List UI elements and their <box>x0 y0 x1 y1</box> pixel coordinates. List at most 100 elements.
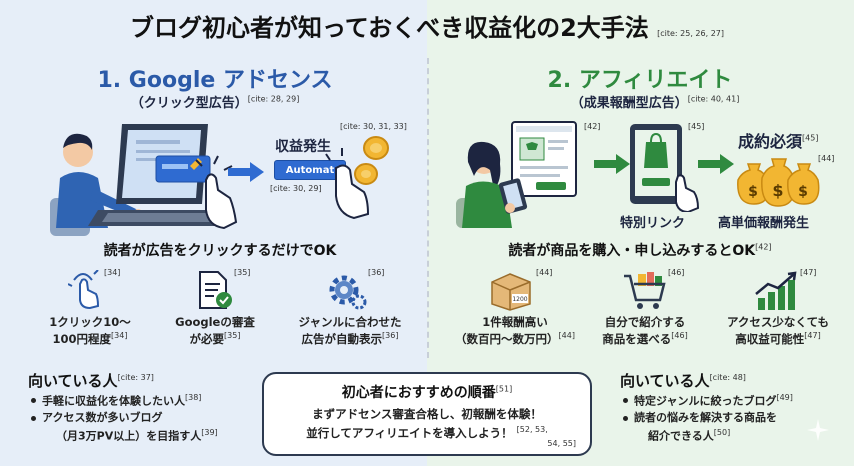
svg-text:$: $ <box>748 184 758 200</box>
cart-icon <box>624 272 666 309</box>
affiliate-feature-3-cite: [47] <box>804 331 821 341</box>
affiliate-heading: 2. アフィリエイト <box>547 68 733 93</box>
affiliate-suitable-item-1: 特定ジャンルに絞ったブログ[49] <box>622 392 842 410</box>
feature-3-line2: 広告が自動表示 <box>301 331 383 346</box>
affiliate-subtitle: （成果報酬型広告）[cite: 40, 41] <box>530 92 780 111</box>
affiliate-suitable-1-text: 特定ジャンルに絞ったブログ <box>634 394 777 408</box>
tablet-shop-illustration <box>630 124 700 212</box>
affiliate-feature-3: アクセス少なくても 高収益可能性[47] <box>708 314 848 347</box>
affiliate-flow-arrow-2 <box>698 154 734 174</box>
affiliate-feature-1-line2: （数百円〜数万円） <box>455 331 559 346</box>
affiliate-feature-1-line1: 1件報酬高い <box>482 315 548 329</box>
affiliate-feature-1: 1件報酬高い （数百円〜数万円）[44] <box>440 314 590 347</box>
person-phone-illustration <box>456 121 577 228</box>
adsense-suitable-title-text: 向いている人 <box>28 372 118 390</box>
center-divider <box>427 58 429 358</box>
page-title-text: ブログ初心者が知っておくべき収益化の2大手法 <box>129 14 649 42</box>
feature-2-line2: が必要 <box>189 331 225 346</box>
adsense-suitable-1-text: 手軽に収益化を体験したい人 <box>42 394 185 408</box>
recommendation-cite-b: 54, 55] <box>547 439 576 448</box>
page-title: ブログ初心者が知っておくべき収益化の2大手法 [cite: 25, 26, 27… <box>0 8 854 43</box>
ad-citation: [cite: 30, 29] <box>270 184 322 193</box>
person-laptop-illustration <box>50 124 238 236</box>
recommendation-title-cite: [51] <box>495 384 513 394</box>
sparkle-icon <box>807 419 829 441</box>
adsense-subtitle: （クリック型広告）[cite: 28, 29] <box>90 92 340 111</box>
affiliate-suitable-cite: [cite: 48] <box>709 373 746 382</box>
coins-click-illustration <box>325 136 389 220</box>
affiliate-feature-2-cite: [46] <box>671 331 688 341</box>
affiliate-suitable-2-cite: [50] <box>713 427 731 437</box>
affiliate-suitable-list: 特定ジャンルに絞ったブログ[49] 読者の悩みを解決する商品を紹介できる人[50… <box>622 392 842 445</box>
contract-cite: [45] <box>802 133 819 143</box>
revenue-citation: [cite: 30, 31, 33] <box>340 122 407 131</box>
bags-citation: [44] <box>818 154 835 163</box>
affiliate-flow-arrow-1 <box>594 154 630 174</box>
affiliate-feature-3-line1: アクセス少なくても <box>726 315 829 329</box>
box-icon: 1200 <box>491 273 531 311</box>
contract-label: 成約必須[45] <box>738 128 818 152</box>
adsense-suitable-item-2: アクセス数が多いブログ （月3万PV以上）を目指す人[39] <box>30 410 260 445</box>
affiliate-feature-2-icon-cite: [46] <box>668 268 685 277</box>
gear-icon <box>329 275 367 310</box>
recommendation-line-2: 並行してアフィリエイトを導入しよう！ [52, 53, <box>264 424 590 443</box>
svg-text:$: $ <box>798 184 808 200</box>
adsense-feature-1: 1クリック10〜 100円程度[34] <box>20 314 160 347</box>
adsense-message: 読者が広告をクリックするだけでOK <box>103 243 337 259</box>
affiliate-suitable-title: 向いている人[cite: 48] <box>620 370 746 391</box>
feature-1-cite: [34] <box>111 331 128 341</box>
adsense-suitable-1-cite: [38] <box>185 393 202 402</box>
adsense-suitable-title: 向いている人[cite: 37] <box>28 370 154 391</box>
feature-2-line1: Googleの審査 <box>175 315 255 329</box>
feature-2-icon-cite: [35] <box>234 268 251 277</box>
affiliate-feature-2: 自分で紹介する 商品を選べる[46] <box>580 314 710 347</box>
feature-3-icon-cite: [36] <box>368 268 385 277</box>
special-link-label: 特別リンク <box>620 216 686 231</box>
affiliate-suitable-1-cite: [49] <box>776 393 793 402</box>
affiliate-feature-2-line2: 商品を選べる <box>602 331 672 346</box>
affiliate-feature-1-cite: [44] <box>558 331 575 341</box>
affiliate-feature-1-icon-cite: [44] <box>536 268 553 277</box>
feature-1-line2: 100円程度 <box>52 331 112 346</box>
adsense-feature-2: Googleの審査 が必要[35] <box>150 314 280 347</box>
adsense-feature-3: ジャンルに合わせた 広告が自動表示[36] <box>280 314 420 347</box>
recommendation-box: 初心者におすすめの順番[51] まずアドセンス審査合格し、初報酬を体験！ 並行し… <box>262 372 592 456</box>
adsense-subtitle-cite: [cite: 28, 29] <box>247 94 300 104</box>
recommendation-title-text: 初心者におすすめの順番 <box>341 385 496 401</box>
svg-text:$: $ <box>772 181 783 200</box>
adsense-heading: 1. Google アドセンス <box>97 68 333 93</box>
adsense-suitable-2-line2: （月3万PV以上）を目指す人 <box>56 429 202 443</box>
adsense-suitable-cite: [cite: 37] <box>117 373 154 382</box>
affiliate-message-text: 読者が商品を購入・申し込みするとOK <box>508 243 756 259</box>
feature-3-cite: [36] <box>382 331 399 341</box>
feature-3-line1: ジャンルに合わせた <box>298 315 402 329</box>
tap-hand-icon <box>68 270 100 310</box>
affiliate-feature-3-line2: 高収益可能性 <box>735 331 805 346</box>
page-citation: [42] <box>584 122 601 131</box>
affiliate-message: 読者が商品を購入・申し込みするとOK[42] <box>470 240 810 260</box>
adsense-flow-arrow <box>228 162 264 182</box>
affiliate-feature-2-line1: 自分で紹介する <box>604 315 686 329</box>
recommendation-cite-a: [52, 53, <box>516 424 548 434</box>
affiliate-subtitle-cite: [cite: 40, 41] <box>687 94 740 104</box>
adsense-suitable-2-cite: [39] <box>201 427 218 437</box>
money-bags-icon: $ $ $ <box>737 158 820 207</box>
affiliate-suitable-item-2: 読者の悩みを解決する商品を紹介できる人[50] <box>622 410 842 445</box>
recommendation-title: 初心者におすすめの順番[51] <box>264 382 590 402</box>
adsense-subtitle-text: （クリック型広告） <box>130 96 248 111</box>
feature-1-icon-cite: [34] <box>104 268 121 277</box>
feature-1-line1: 1クリック10〜 <box>49 315 131 329</box>
document-check-icon <box>199 271 232 309</box>
title-citation: [cite: 25, 26, 27] <box>657 29 724 38</box>
recommendation-line-2-text: 並行してアフィリエイトを導入しよう！ <box>306 425 513 440</box>
affiliate-suitable-title-text: 向いている人 <box>620 372 710 390</box>
affiliate-subtitle-text: （成果報酬型広告） <box>570 96 688 111</box>
affiliate-feature-3-icon-cite: [47] <box>800 268 817 277</box>
box-price-text: 1200 <box>512 296 527 303</box>
adsense-suitable-item-1: 手軽に収益化を体験したい人[38] <box>30 392 260 410</box>
adsense-suitable-2-line1: アクセス数が多いブログ <box>42 411 163 425</box>
revenue-label: 収益発生 <box>275 139 331 155</box>
recommendation-line-1: まずアドセンス審査合格し、初報酬を体験！ <box>312 407 542 421</box>
tablet-citation: [45] <box>688 122 705 131</box>
contract-label-text: 成約必須 <box>738 132 803 151</box>
